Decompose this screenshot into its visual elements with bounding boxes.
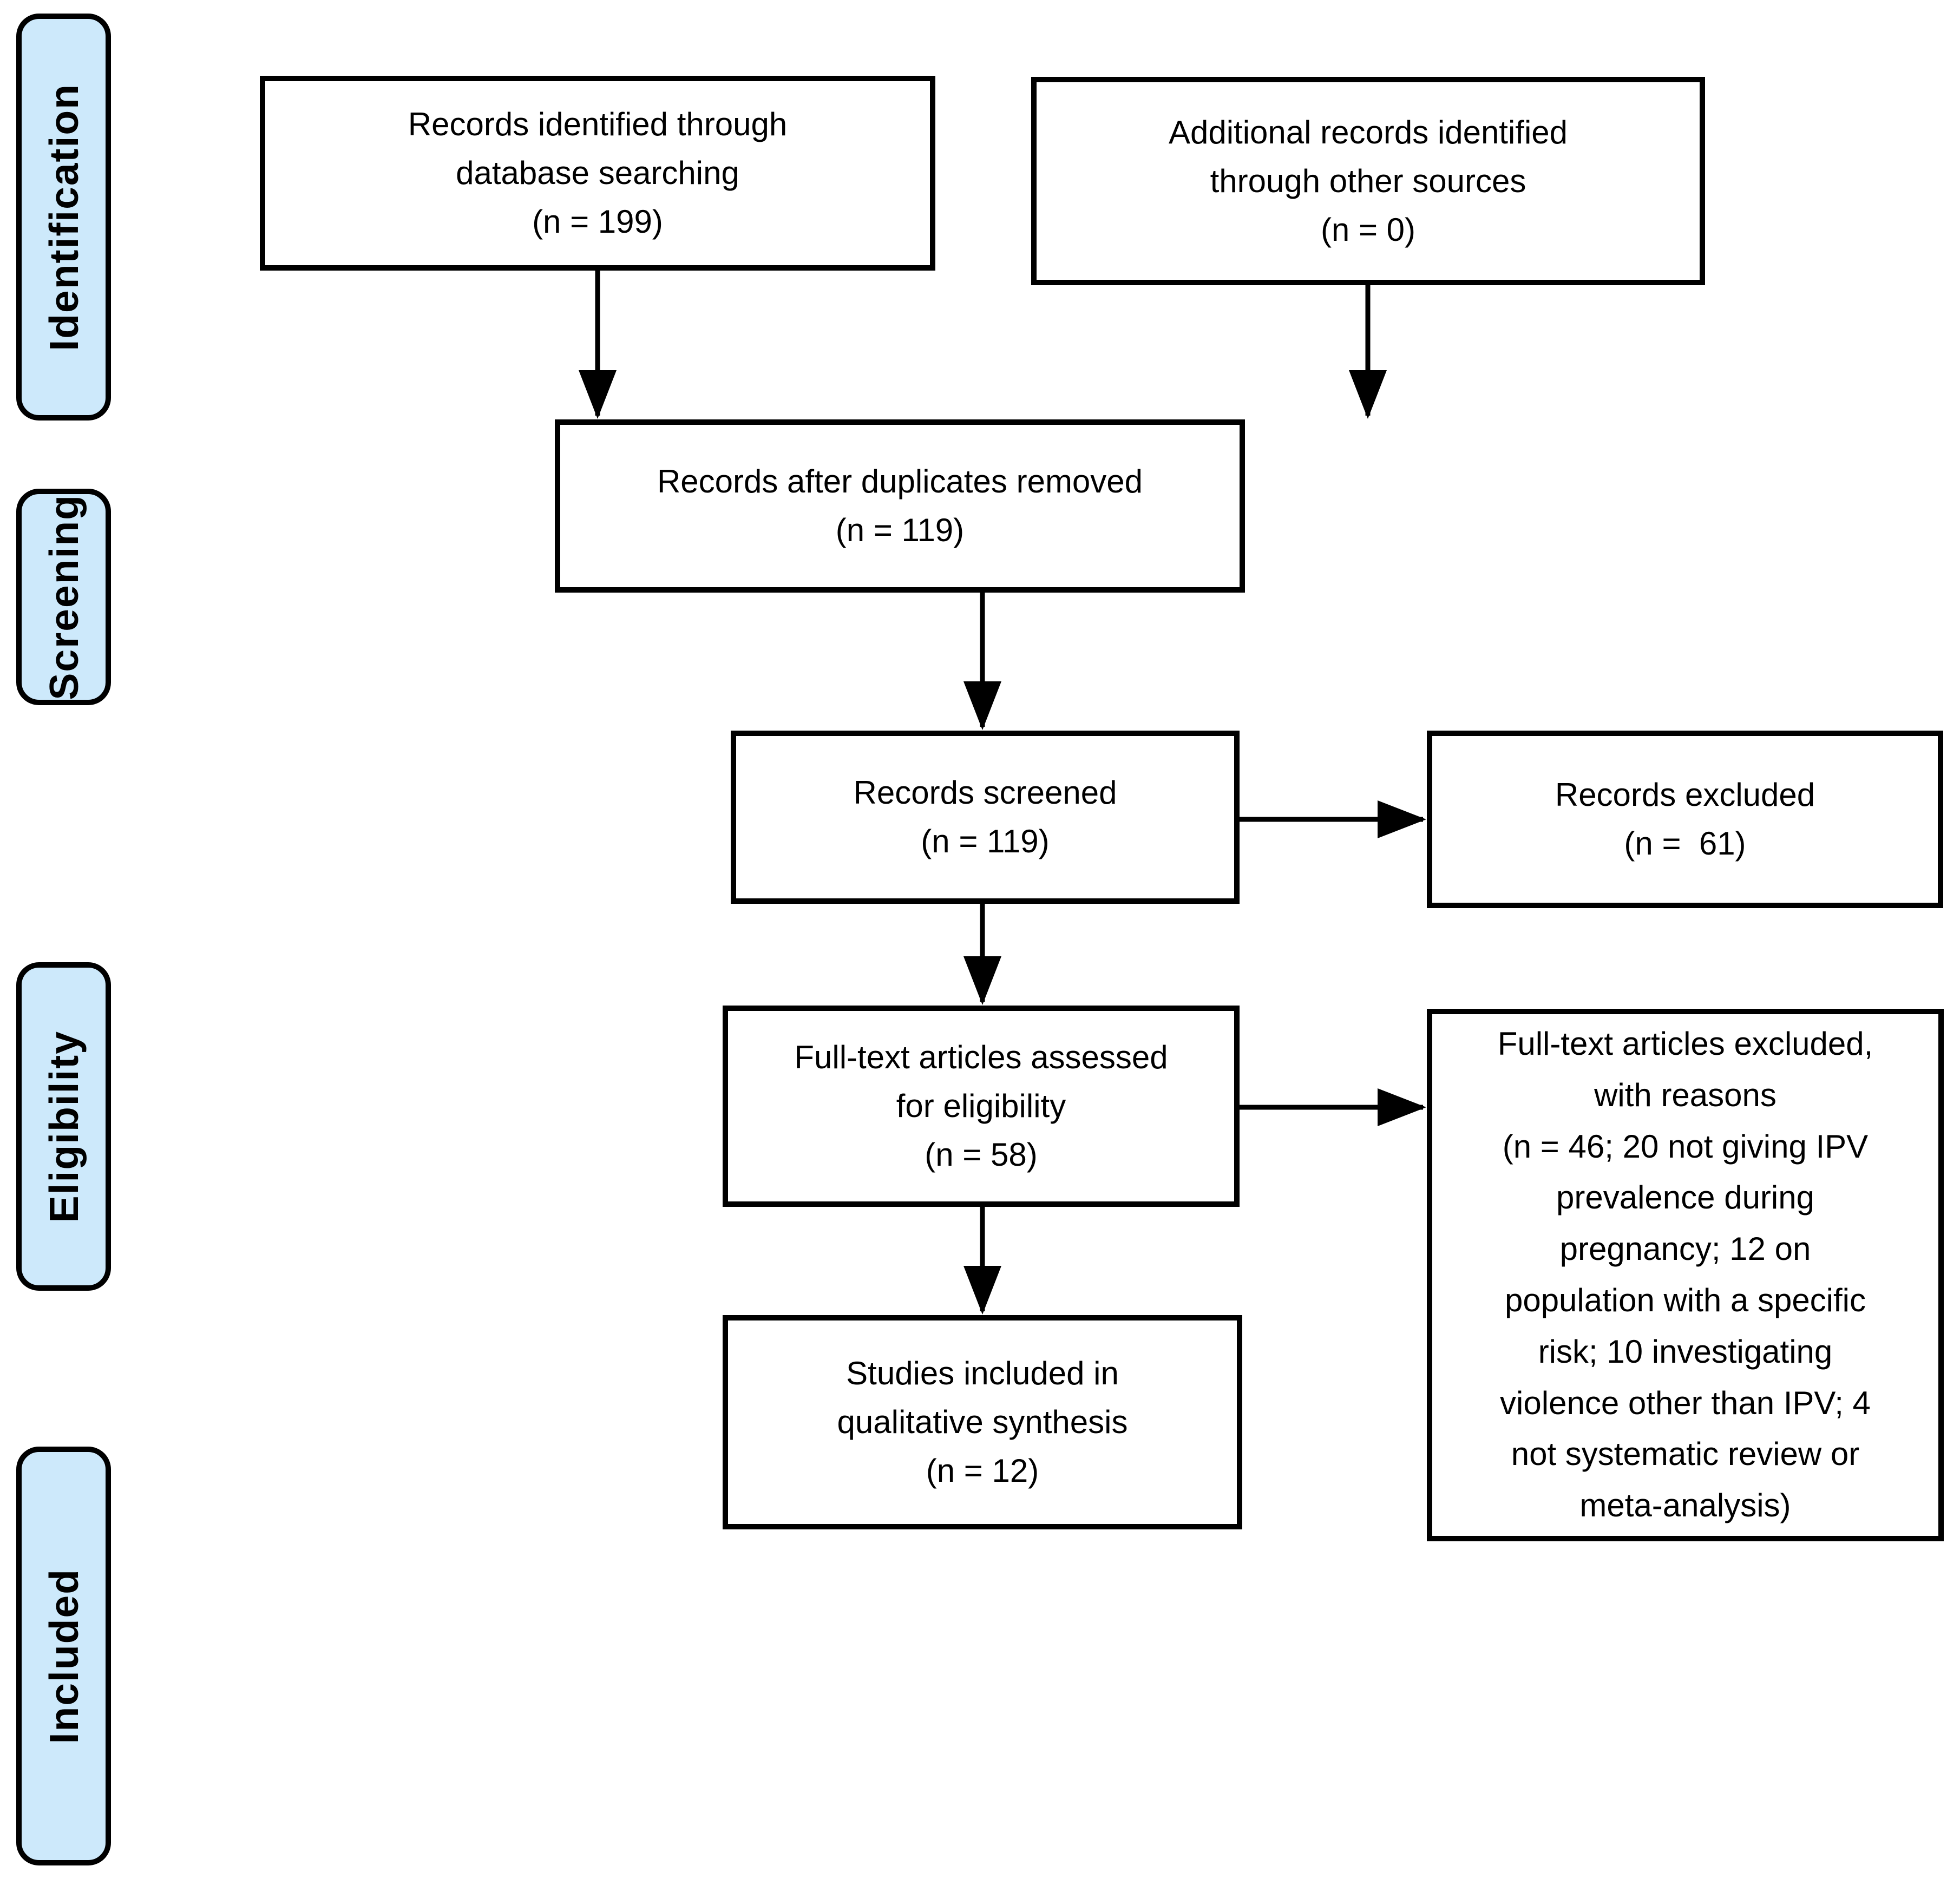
box-records-identified-text: Records identified through database sear… (408, 106, 788, 240)
box-additional-records: Additional records identified through ot… (1031, 77, 1705, 285)
box-full-text-assessed-text: Full-text articles assessed for eligibil… (794, 1039, 1168, 1173)
box-records-excluded: Records excluded (n = 61) (1427, 731, 1943, 908)
box-studies-included: Studies included in qualitative synthesi… (723, 1315, 1242, 1529)
stage-screening-label: Screening (41, 494, 87, 700)
box-records-screened: Records screened (n = 119) (731, 731, 1240, 904)
box-records-identified: Records identified through database sear… (260, 76, 935, 271)
stage-identification-label: Identification (41, 83, 87, 351)
stage-included: Included (16, 1447, 111, 1865)
stage-included-label: Included (41, 1568, 87, 1744)
box-full-text-excluded: Full-text articles excluded, with reason… (1427, 1009, 1944, 1541)
stage-eligibility-label: Eligibility (41, 1030, 87, 1223)
box-records-screened-text: Records screened (n = 119) (853, 774, 1117, 859)
box-full-text-excluded-text: Full-text articles excluded, with reason… (1497, 1026, 1873, 1524)
box-full-text-assessed: Full-text articles assessed for eligibil… (723, 1006, 1240, 1207)
stage-screening: Screening (16, 489, 111, 705)
stage-identification: Identification (16, 14, 111, 421)
stage-eligibility: Eligibility (16, 962, 111, 1291)
box-additional-records-text: Additional records identified through ot… (1168, 114, 1568, 248)
box-studies-included-text: Studies included in qualitative synthesi… (837, 1355, 1128, 1489)
box-records-excluded-text: Records excluded (n = 61) (1555, 777, 1815, 862)
box-records-after-duplicates: Records after duplicates removed (n = 11… (555, 419, 1245, 593)
box-records-after-duplicates-text: Records after duplicates removed (n = 11… (657, 463, 1143, 548)
